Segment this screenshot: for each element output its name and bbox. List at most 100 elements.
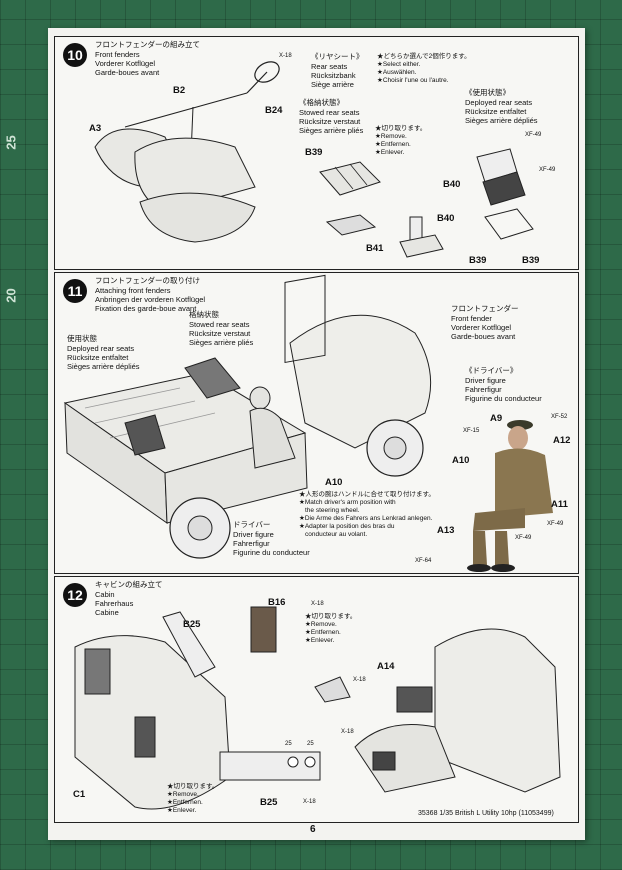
- rear-seats-fr: Siège arrière: [311, 80, 354, 89]
- part-label: XF-52: [551, 414, 568, 420]
- step-title-fr: Cabine: [95, 608, 119, 617]
- stowed-de: Rücksitze verstaut: [189, 329, 251, 338]
- part-label: X-18: [311, 601, 324, 607]
- rear-seats-en: Rear seats: [311, 62, 348, 71]
- part-label: 25: [285, 741, 292, 747]
- remove-note-en: ★Remove.: [375, 133, 407, 140]
- part-label: B24: [265, 105, 283, 116]
- part-label: A9: [490, 413, 503, 424]
- front-fender-fr: Garde-boues avant: [451, 332, 516, 341]
- step-title-en: Attaching front fenders: [95, 286, 171, 295]
- step-title-fr: Fixation des garde-boue avant: [95, 304, 197, 313]
- front-fender-de: Vorderer Kotflügel: [451, 323, 512, 332]
- rear-seats-ja: 《リヤシート》: [311, 52, 364, 61]
- part-label: B40: [443, 179, 461, 190]
- arm-note-fr1: ★Adapter la position des bras du: [299, 523, 395, 530]
- part-label: B25: [183, 619, 201, 630]
- step-title-en: Cabin: [95, 590, 115, 599]
- part-label: A12: [553, 435, 571, 446]
- stowed-en: Stowed rear seats: [299, 108, 360, 117]
- step-11-panel: 11 フロントフェンダーの取り付け Attaching front fender…: [54, 272, 579, 574]
- deployed-ja: 《使用状態》: [465, 88, 510, 97]
- part-label: B41: [366, 243, 384, 254]
- remove-note-fr: ★Enlever.: [375, 149, 405, 156]
- part-label: A3: [89, 123, 102, 134]
- part-label: X-18: [303, 799, 316, 805]
- part-label: B39: [305, 147, 323, 158]
- driver2-ja: ドライバー: [233, 520, 271, 529]
- part-label: B39: [522, 255, 540, 266]
- remove-note2-de: ★Entfernen.: [167, 799, 203, 806]
- step-number: 11: [63, 279, 87, 303]
- part-label: X-18: [279, 53, 292, 59]
- remove-note2-fr: ★Enlever.: [167, 807, 197, 814]
- instruction-sheet: 10 フロントフェンダーの組み立て Front fenders Vorderer…: [48, 28, 585, 840]
- deployed-ja: 使用状態: [67, 334, 97, 343]
- step-title-ja: キャビンの組み立て: [95, 580, 163, 589]
- remove-note-ja: ★切り取ります。: [375, 125, 427, 132]
- part-label: B40: [437, 213, 455, 224]
- part-label: B2: [173, 85, 186, 96]
- front-fender-ja: フロントフェンダー: [451, 304, 519, 313]
- select-note-ja: ★どちらか選んで2個作ります。: [377, 53, 471, 60]
- driver-figure-image: [467, 420, 553, 572]
- driver-fr: Figurine du conducteur: [465, 394, 542, 403]
- step-10-drawing: [94, 61, 534, 258]
- part-label: XF-49: [525, 132, 542, 138]
- part-label: XF-15: [463, 428, 480, 434]
- arm-note-ja: ★人形の腕はハンドルに合せて取り付けます。: [299, 491, 435, 498]
- deployed-en: Deployed rear seats: [465, 98, 533, 107]
- deployed-de: Rücksitze entfaltet: [465, 107, 527, 116]
- part-label: X-18: [341, 729, 354, 735]
- stowed-de: Rücksitze verstaut: [299, 117, 361, 126]
- arm-note-en1: ★Match driver's arm position with: [299, 499, 396, 506]
- step-title-fr: Garde-boues avant: [95, 68, 160, 77]
- stowed-fr: Sièges arrière pliés: [189, 338, 254, 347]
- deployed-de: Rücksitze entfaltet: [67, 353, 129, 362]
- step-title-de: Fahrerhaus: [95, 599, 134, 608]
- part-label: XF-49: [539, 167, 556, 173]
- step-number: 10: [63, 43, 87, 67]
- driver2-de: Fahrerfigur: [233, 539, 270, 548]
- remove-note-fr: ★Enlever.: [305, 637, 335, 644]
- part-label: A10: [452, 455, 470, 466]
- step-number: 12: [63, 583, 87, 607]
- deployed-fr: Sièges arrière dépliés: [465, 116, 538, 125]
- step-11-drawing: [63, 274, 432, 559]
- driver-de: Fahrerfigur: [465, 385, 502, 394]
- part-label: B39: [469, 255, 487, 266]
- step-title-de: Vorderer Kotflügel: [95, 59, 156, 68]
- step-title-ja: フロントフェンダーの組み立て: [95, 40, 200, 49]
- arm-note-fr2: conducteur au volant.: [305, 531, 368, 538]
- part-label: XF-49: [547, 521, 564, 527]
- part-label: A13: [437, 525, 455, 536]
- remove-note-de: ★Entfernen.: [375, 141, 411, 148]
- part-label: A14: [377, 661, 395, 672]
- select-note-fr: ★Choisir l'une ou l'autre.: [377, 77, 449, 84]
- deployed-en: Deployed rear seats: [67, 344, 135, 353]
- stowed-ja: 《格納状態》: [299, 98, 344, 107]
- front-fender-en: Front fender: [451, 314, 492, 323]
- part-label: B25: [260, 797, 278, 808]
- arm-note-de: ★Die Arme des Fahrers ans Lenkrad anlege…: [299, 515, 433, 522]
- deployed-fr: Sièges arrière dépliés: [67, 362, 140, 371]
- remove-note2-ja: ★切り取ります。: [167, 783, 219, 790]
- part-label: B16: [268, 597, 286, 608]
- mat-number: 20: [3, 288, 19, 303]
- part-label: X-18: [353, 677, 366, 683]
- remove-note-de: ★Entfernen.: [305, 629, 341, 636]
- select-note-en: ★Select either.: [377, 61, 421, 68]
- driver-en: Driver figure: [465, 376, 506, 385]
- rear-seats-de: Rücksitzbank: [311, 71, 356, 80]
- part-label: A11: [551, 499, 568, 510]
- driver2-en: Driver figure: [233, 530, 274, 539]
- part-label: C1: [73, 789, 86, 800]
- mat-number: 25: [3, 135, 19, 150]
- part-label: XF-64: [415, 558, 432, 564]
- stowed-fr: Sièges arrière pliés: [299, 126, 364, 135]
- step-10-panel: 10 フロントフェンダーの組み立て Front fenders Vorderer…: [54, 36, 579, 270]
- driver-ja: 《ドライバー》: [465, 366, 518, 375]
- remove-note-en: ★Remove.: [305, 621, 337, 628]
- remove-note-ja: ★切り取ります。: [305, 613, 357, 620]
- step-title-en: Front fenders: [95, 50, 140, 59]
